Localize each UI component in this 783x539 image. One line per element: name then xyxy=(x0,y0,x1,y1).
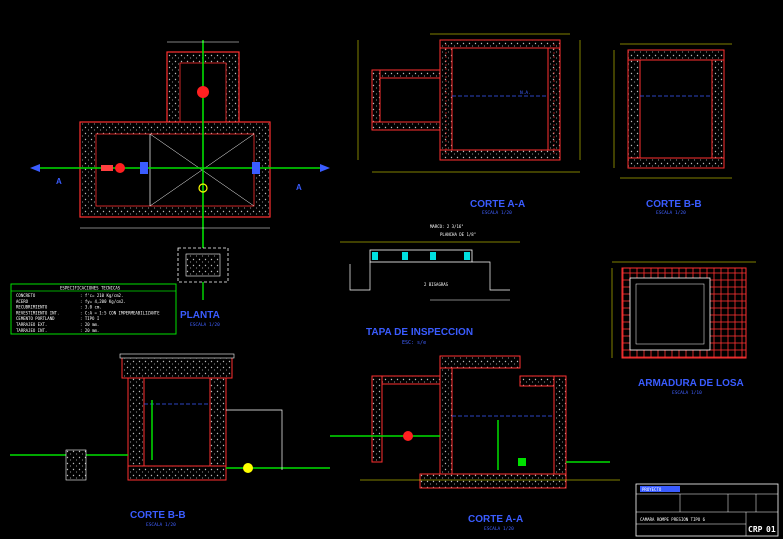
specs-box: ESPECIFICACIONES TECNICAS CONCRETO : f'c=… xyxy=(10,283,177,335)
title-block: PROYECTO CAMARA ROMPE PRESION TIPO 6 CRP… xyxy=(635,483,779,537)
slab-reinforcement: ARMADURA DE LOSA ESCALA 1/10 xyxy=(611,261,756,396)
lid-note-frame: MARCO: 2 3/16" xyxy=(430,224,464,229)
spec-key: CONCRETO xyxy=(16,293,36,298)
section-aa-bottom-scale: ESCALA 1/20 xyxy=(484,526,514,532)
spec-value: : f'c= 210 Kg/cm2. xyxy=(80,293,123,298)
lid-note-hinge: 2 BISAGRAS xyxy=(424,282,449,287)
title-block-company: PROYECTO xyxy=(642,487,662,492)
spec-value: : fy= 4,200 Kg/cm2. xyxy=(80,299,126,304)
spec-key: TARRAJEO EXT. xyxy=(16,322,47,327)
inspection-lid: MARCO: 2 3/16" PLANCHA DE 1/8" 2 BISAGRA… xyxy=(340,224,520,346)
title-block-sheet-title: CAMARA ROMPE PRESION TIPO 6 xyxy=(640,517,706,522)
spec-key: ACERO xyxy=(16,299,29,304)
section-aa-bottom-title: CORTE A-A xyxy=(468,514,523,525)
lid-note-plate: PLANCHA DE 1/8" xyxy=(440,232,476,237)
spec-value: : 20 mm. xyxy=(80,328,99,333)
section-aa-top-title: CORTE A-A xyxy=(470,199,525,210)
title-block-code: CRP xyxy=(748,525,763,534)
section-mark-a-left: A xyxy=(56,177,62,186)
slab-reinforcement-title: ARMADURA DE LOSA xyxy=(638,378,744,389)
slab-reinforcement-scale: ESCALA 1/10 xyxy=(672,390,702,396)
spec-key: CEMENTO PORTLAND xyxy=(16,316,55,321)
spec-key: REVESTIMIENTO INT. xyxy=(16,310,59,315)
inspection-lid-scale: ESC: s/e xyxy=(402,340,426,346)
water-level-aa: N.A. xyxy=(520,90,531,96)
section-bb-top-scale: ESCALA 1/20 xyxy=(656,210,686,216)
spec-key: RECUBRIMIENTO xyxy=(16,305,48,310)
section-aa-bottom: CORTE A-A ESCALA 1/20 xyxy=(330,355,620,532)
section-aa-top: N.A. CORTE A-A ESCALA 1/20 xyxy=(357,33,581,216)
specs-header: ESPECIFICACIONES TECNICAS xyxy=(60,286,121,291)
section-bb-bottom-scale: ESCALA 1/20 xyxy=(146,522,176,528)
spec-key: TARRAJEO INT. xyxy=(16,328,47,333)
spec-value: : TIPO I xyxy=(80,316,100,321)
section-aa-top-scale: ESCALA 1/20 xyxy=(482,210,512,216)
spec-value: : C:A = 1:5 CON IMPERMEABILIZANTE xyxy=(80,310,160,315)
section-bb-top-title: CORTE B-B xyxy=(646,199,702,210)
plan-title: PLANTA xyxy=(180,310,220,321)
plan-view: A A PLANTA ESCALA 1/20 xyxy=(30,40,330,328)
section-bb-bottom-title: CORTE B-B xyxy=(130,510,186,521)
section-bb-bottom: CORTE B-B ESCALA 1/20 xyxy=(10,353,330,528)
title-block-sheet-no: 01 xyxy=(766,525,776,534)
spec-value: : 20 mm. xyxy=(80,322,99,327)
section-bb-top: CORTE B-B ESCALA 1/20 xyxy=(613,43,732,216)
inspection-lid-title: TAPA DE INSPECCION xyxy=(366,327,473,338)
spec-value: : 3.0 cm. xyxy=(80,305,102,310)
section-mark-a-right: A xyxy=(296,183,302,192)
plan-scale: ESCALA 1/20 xyxy=(190,322,220,328)
